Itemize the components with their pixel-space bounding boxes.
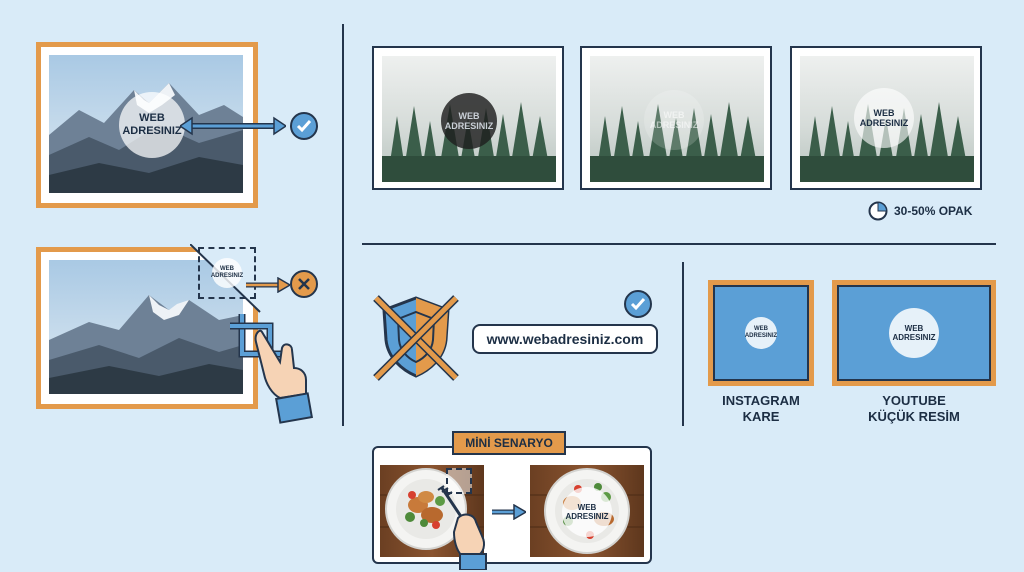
mini-scenario-banner: MİNİ SENARYO (452, 431, 566, 455)
arrow-icon (492, 504, 526, 520)
forest-photo (590, 56, 764, 182)
mountain-photo (49, 55, 243, 193)
cross-icon (290, 270, 318, 298)
horizontal-divider (362, 243, 996, 245)
url-box: www.webadresiniz.com (472, 324, 658, 354)
opacity-icon (868, 201, 888, 221)
vertical-divider-right (682, 262, 684, 426)
vertical-divider-main (342, 24, 344, 426)
shield-crossed-icon (373, 295, 459, 381)
mini-scenario-title: MİNİ SENARYO (465, 436, 553, 450)
url-text: www.webadresiniz.com (486, 331, 644, 347)
double-arrow-icon (180, 116, 286, 136)
instagram-label: INSTAGRAM KARE (722, 393, 800, 424)
mountain-photo-frame-bad (36, 247, 258, 409)
hand-icon (254, 329, 313, 424)
corner-watermark-box (198, 247, 256, 299)
fork-hand-icon (437, 485, 487, 570)
opacity-label: 30-50% OPAK (894, 204, 973, 218)
check-icon (290, 112, 318, 140)
arrow-icon (246, 277, 290, 293)
youtube-label: YOUTUBE KÜÇÜK RESİM (868, 393, 960, 424)
corner-watermark-box (446, 468, 472, 494)
forest-photo (800, 56, 974, 182)
check-icon (624, 290, 652, 318)
mountain-photo (49, 260, 243, 394)
